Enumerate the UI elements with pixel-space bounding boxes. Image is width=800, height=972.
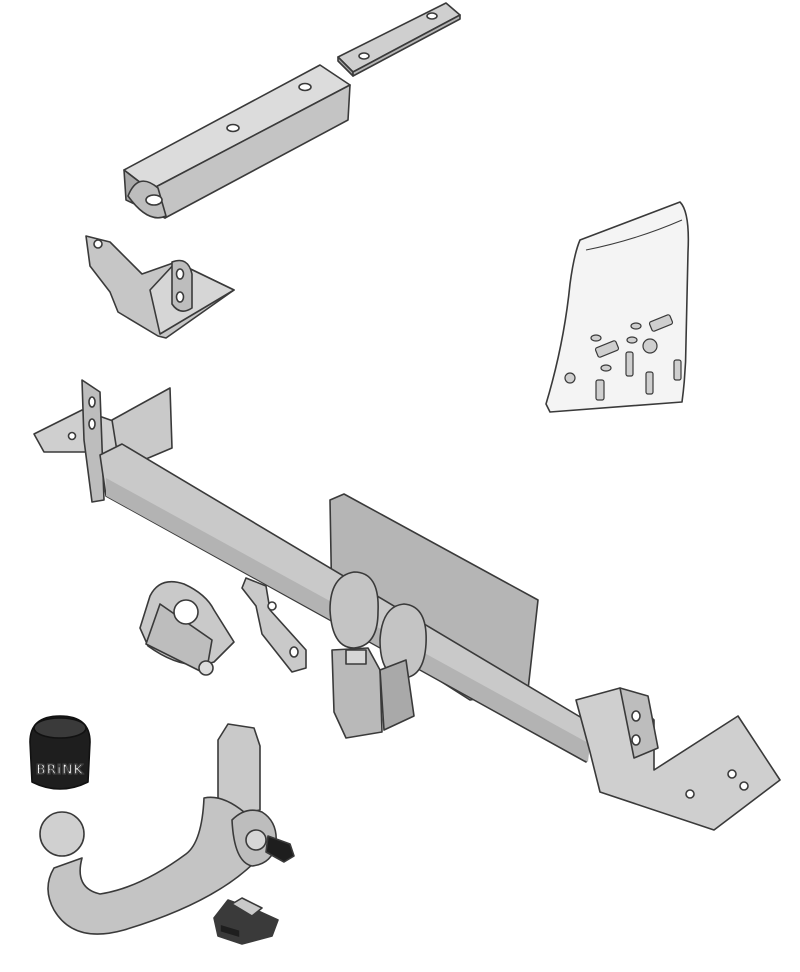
mounting-channel-bracket: [123, 64, 351, 219]
hardware-bag: [545, 201, 690, 413]
socket-plate-bracket: [139, 580, 235, 676]
tow-ball-cap: BRiNK: [29, 715, 91, 790]
small-angle-bracket: [85, 235, 235, 339]
cap-logo-text: BRiNK: [36, 763, 84, 778]
main-crossbar: [33, 379, 781, 831]
small-link-bracket: [241, 577, 307, 673]
detachable-tow-ball-neck: [39, 723, 295, 935]
mounting-strip-plate: [337, 2, 461, 77]
lock-clip: [213, 897, 279, 945]
